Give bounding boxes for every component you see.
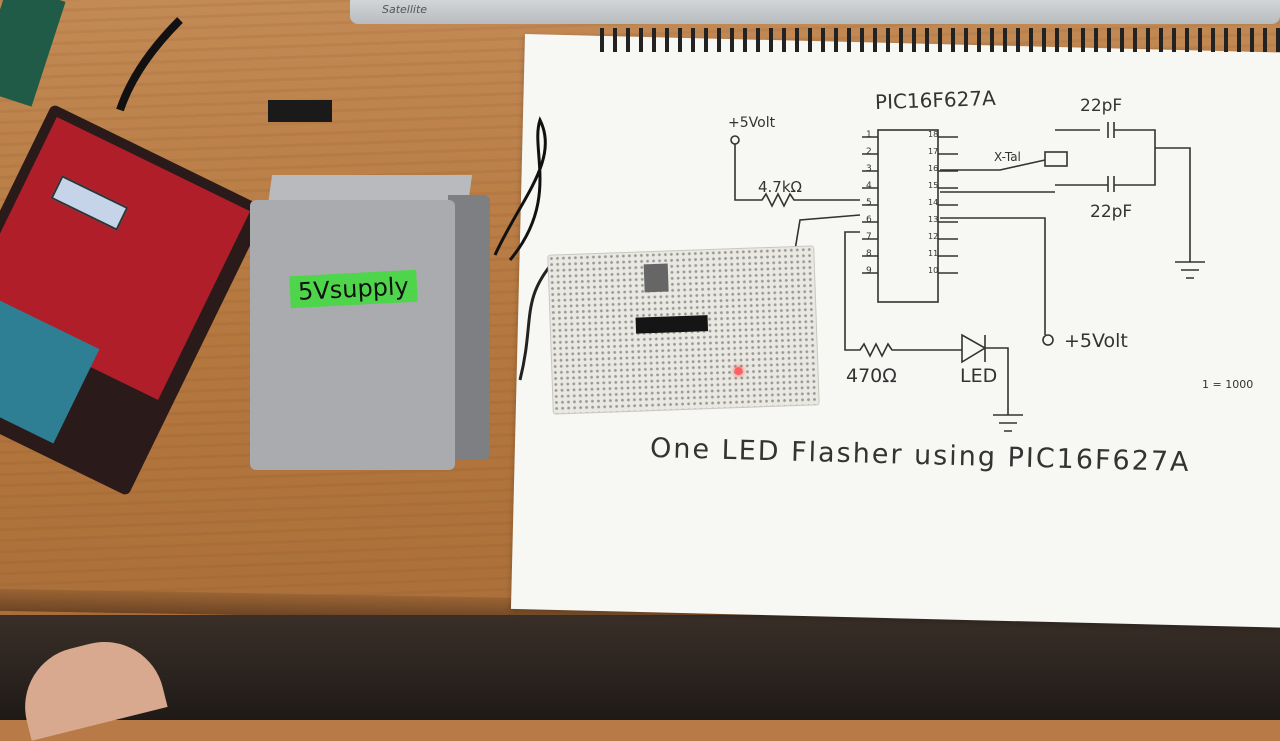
cap-bottom-label: 22pF: [1090, 202, 1133, 222]
crystal-symbol: [1044, 151, 1068, 167]
pin-number: 11: [928, 249, 939, 258]
pin-number: 2: [866, 147, 872, 157]
supply-top-terminal: [730, 135, 740, 145]
pin-number: 17: [928, 147, 939, 156]
usb-cable: [116, 17, 183, 112]
pin-number: 5: [866, 198, 872, 208]
xtal-wires: [940, 159, 1055, 193]
laptop-brand: Satellite: [382, 3, 428, 16]
chip-pin-stubs: [862, 136, 958, 274]
pin-number: 12: [928, 232, 939, 241]
supply-top-label: +5Volt: [728, 115, 776, 131]
pin-number: 3: [866, 164, 872, 174]
pin-number: 14: [928, 198, 939, 207]
led-resistor-label: 470Ω: [846, 365, 897, 387]
pin-number: 7: [866, 232, 872, 242]
pin-number: 1: [866, 130, 872, 140]
margin-note: 1 = 1000: [1202, 378, 1254, 391]
loose-ic-chip: [268, 100, 332, 122]
pin-number: 4: [866, 181, 872, 191]
laptop-edge: Satellite: [350, 0, 1280, 24]
pullup-resistor-label: 4.7kΩ: [758, 178, 803, 196]
power-supply-box: 5Vsupply: [250, 175, 490, 470]
schematic-drawing: [116, 17, 1205, 432]
supply-cable: [493, 116, 547, 261]
ground-top: [1155, 147, 1205, 279]
supply-front: [250, 200, 455, 470]
pin-number: 8: [866, 249, 872, 259]
led-resistor-wire: [844, 231, 962, 358]
breadboard: [547, 245, 820, 415]
pin-number: 18: [928, 130, 939, 139]
pin-wire: [940, 217, 1046, 335]
pin-number: 13: [928, 215, 939, 224]
pin-number: 6: [866, 215, 872, 225]
chip-body: [877, 129, 939, 303]
chip-name-label: PIC16F627A: [874, 85, 997, 115]
pin-number: 9: [866, 266, 872, 276]
led-symbol: [961, 333, 987, 364]
voltage-regulator: [643, 263, 669, 293]
ground-cable: [518, 259, 557, 381]
pullup-resistor-wire: [734, 144, 860, 208]
led-label: LED: [960, 365, 998, 387]
capacitor-network: [1055, 122, 1156, 192]
pic-chip-on-board: [635, 315, 709, 334]
supply-right-terminal: [1042, 334, 1054, 346]
supply-side: [448, 195, 490, 460]
spiral-binding: [600, 28, 1280, 52]
crystal-label: X-Tal: [994, 150, 1021, 164]
supply-right-label: +5Volt: [1064, 330, 1128, 352]
led-on-board: [734, 366, 743, 376]
board-link-wire: [794, 214, 861, 251]
floor: [0, 615, 1280, 720]
ground-led: [985, 347, 1023, 432]
pin-number: 15: [928, 181, 939, 190]
pin-number: 10: [928, 266, 939, 275]
cap-top-label: 22pF: [1080, 96, 1123, 116]
pin-number: 16: [928, 164, 939, 173]
